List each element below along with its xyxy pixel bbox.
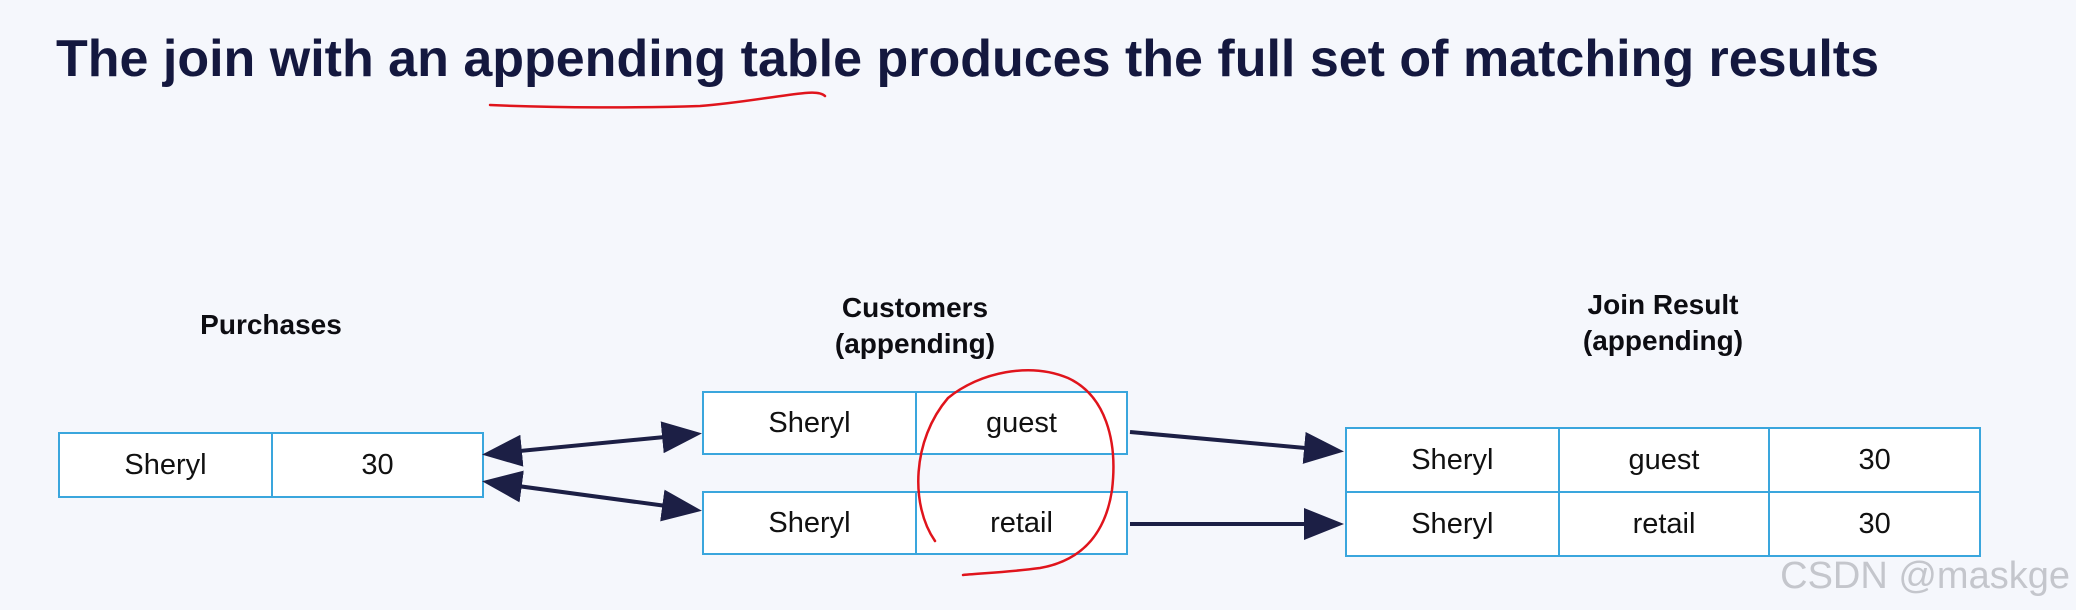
purchases-cell-amount: 30 [271,434,482,496]
customers-cell-name: Sheryl [768,406,851,439]
arrow-purchases-customers-guest [482,421,702,467]
customers-cell-type: guest [915,393,1126,453]
customers-label: Customers (appending) [702,290,1128,362]
join-result-row: Sheryl retail 30 [1345,491,1981,557]
customers-label-line2: (appending) [834,328,996,359]
join-result-cell-type: retail [1557,493,1769,555]
purchases-label: Purchases [58,307,484,343]
join-result-label-line1: Join Result [1587,289,1739,320]
join-result-cell-amount: 30 [1768,429,1979,491]
join-result-cell-type: guest [1557,429,1769,491]
join-result-row: Sheryl guest 30 [1345,427,1981,493]
purchases-row: Sheryl 30 [58,432,484,498]
purchases-label-text: Purchases [200,309,342,340]
arrow-purchases-customers-retail [482,470,702,522]
join-result-label-line2: (appending) [1582,325,1744,356]
join-result-cell-name: Sheryl [1411,443,1494,476]
customers-row: Sheryl guest [702,391,1128,455]
customers-row: Sheryl retail [702,491,1128,555]
arrow-customers-join-guest [1129,430,1344,464]
purchases-cell-name: Sheryl [124,448,207,481]
customers-cell-type: retail [915,493,1126,553]
watermark: CSDN @maskge [1780,555,2070,597]
customers-cell-name: Sheryl [768,506,851,539]
join-result-cell-name: Sheryl [1411,507,1494,540]
customers-label-line1: Customers [841,292,989,323]
slide-title: The join with an appending table produce… [56,30,1880,88]
annotation-underline [488,91,827,109]
join-result-label: Join Result (appending) [1345,287,1981,359]
join-result-cell-amount: 30 [1768,493,1979,555]
